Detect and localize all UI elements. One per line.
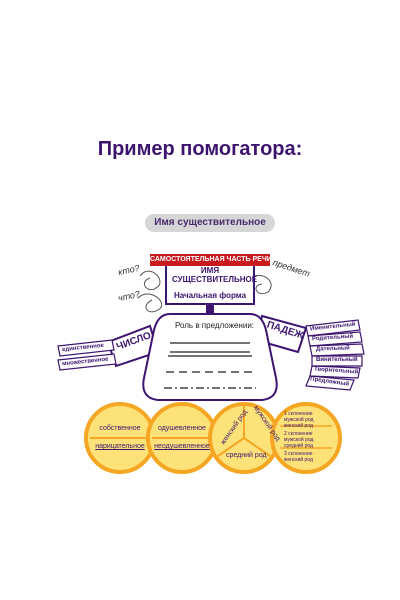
noun-title: ИМЯ СУЩЕСТВИТЕЛЬНОЕ bbox=[172, 266, 257, 302]
role-label: Роль в предложении: bbox=[175, 321, 255, 330]
proper-label: собственное bbox=[99, 425, 141, 432]
decl-1-fem: женский род bbox=[284, 423, 313, 429]
decl-2-masc: мужской род bbox=[284, 437, 314, 443]
decl-1-title: 1 склонение bbox=[284, 411, 313, 417]
animate-label: одушевленное bbox=[158, 425, 206, 432]
center-frame bbox=[165, 263, 255, 314]
common-label: нарицательное bbox=[95, 443, 145, 450]
noun-title-line1: ИМЯ bbox=[200, 266, 220, 275]
decl-2-title: 2 склонение bbox=[284, 431, 313, 437]
decl-2-neut: средний род bbox=[284, 443, 313, 449]
decl-3-title: 3 склонение bbox=[284, 451, 313, 457]
decl-3-fem: женский род bbox=[284, 457, 313, 463]
noun-banner: Имя существительное bbox=[145, 214, 275, 232]
circle-4 bbox=[270, 402, 342, 474]
circle-2 bbox=[146, 402, 218, 474]
decl-1-masc: мужской род bbox=[284, 417, 314, 423]
noun-title-line2: СУЩЕСТВИТЕЛЬНОЕ bbox=[172, 275, 258, 284]
page-heading: Пример помогатора: bbox=[97, 138, 303, 160]
number-tag-shape bbox=[57, 324, 160, 371]
neuter-label: средний род bbox=[226, 452, 267, 459]
independent-part-bar: САМОСТОЯТЕЛЬНАЯ ЧАСТЬ РЕЧИ bbox=[150, 254, 272, 266]
case-dative: Дательный bbox=[315, 345, 350, 353]
initial-form-label: Начальная форма bbox=[173, 291, 247, 300]
case-tag-shape bbox=[254, 314, 365, 391]
circle-1 bbox=[84, 402, 156, 474]
inanimate-label: неодушевленное bbox=[154, 443, 210, 450]
case-accusative: Винительный bbox=[316, 357, 358, 363]
role-trapezoid bbox=[142, 313, 278, 401]
